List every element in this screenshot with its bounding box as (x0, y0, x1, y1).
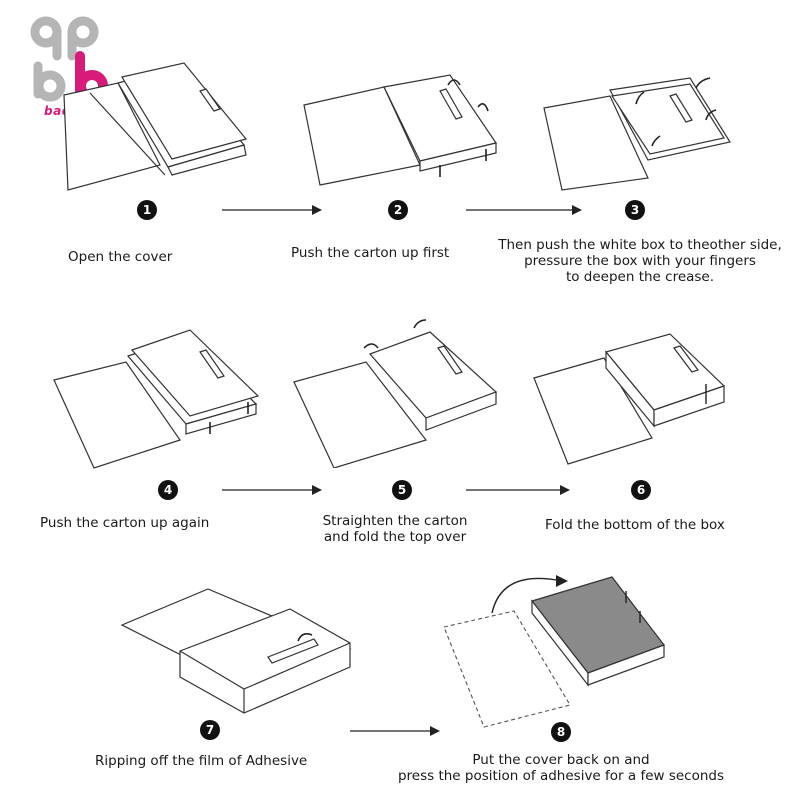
step-3-illustration (540, 68, 740, 193)
step-5-number-badge: 5 (392, 480, 412, 500)
step-6-number-badge: 6 (631, 480, 651, 500)
step-1-illustration (60, 55, 250, 195)
step-2-to-3-arrow (466, 204, 582, 216)
step-2-caption: Push the carton up first (291, 245, 450, 261)
step-5-illustration (290, 318, 505, 468)
step-4-to-5-arrow (222, 484, 322, 496)
step-1-caption: Open the cover (68, 249, 173, 265)
step-8-illustration (440, 565, 680, 730)
step-4-number-badge: 4 (158, 480, 178, 500)
step-7-illustration (118, 585, 358, 715)
step-6-illustration (530, 326, 730, 466)
step-6-caption: Fold the bottom of the box (545, 517, 725, 533)
step-2-illustration (300, 65, 500, 190)
step-3-number-badge: 3 (625, 200, 645, 220)
step-5-to-6-arrow (466, 484, 570, 496)
step-2-number-badge: 2 (388, 200, 408, 220)
step-8-number-badge: 8 (551, 722, 571, 742)
step-3-caption: Then push the white box to theother side… (498, 237, 782, 285)
step-5-caption: Straighten the carton and fold the top o… (322, 513, 468, 545)
step-1-number-badge: 1 (137, 200, 157, 220)
step-8-caption: Put the cover back on and press the posi… (397, 752, 725, 784)
step-4-caption: Push the carton up again (40, 515, 210, 531)
step-4-illustration (50, 320, 270, 470)
step-7-to-8-arrow (350, 725, 440, 737)
step-7-number-badge: 7 (200, 720, 220, 740)
step-7-caption: Ripping off the film of Adhesive (95, 753, 308, 769)
step-1-to-2-arrow (222, 204, 322, 216)
